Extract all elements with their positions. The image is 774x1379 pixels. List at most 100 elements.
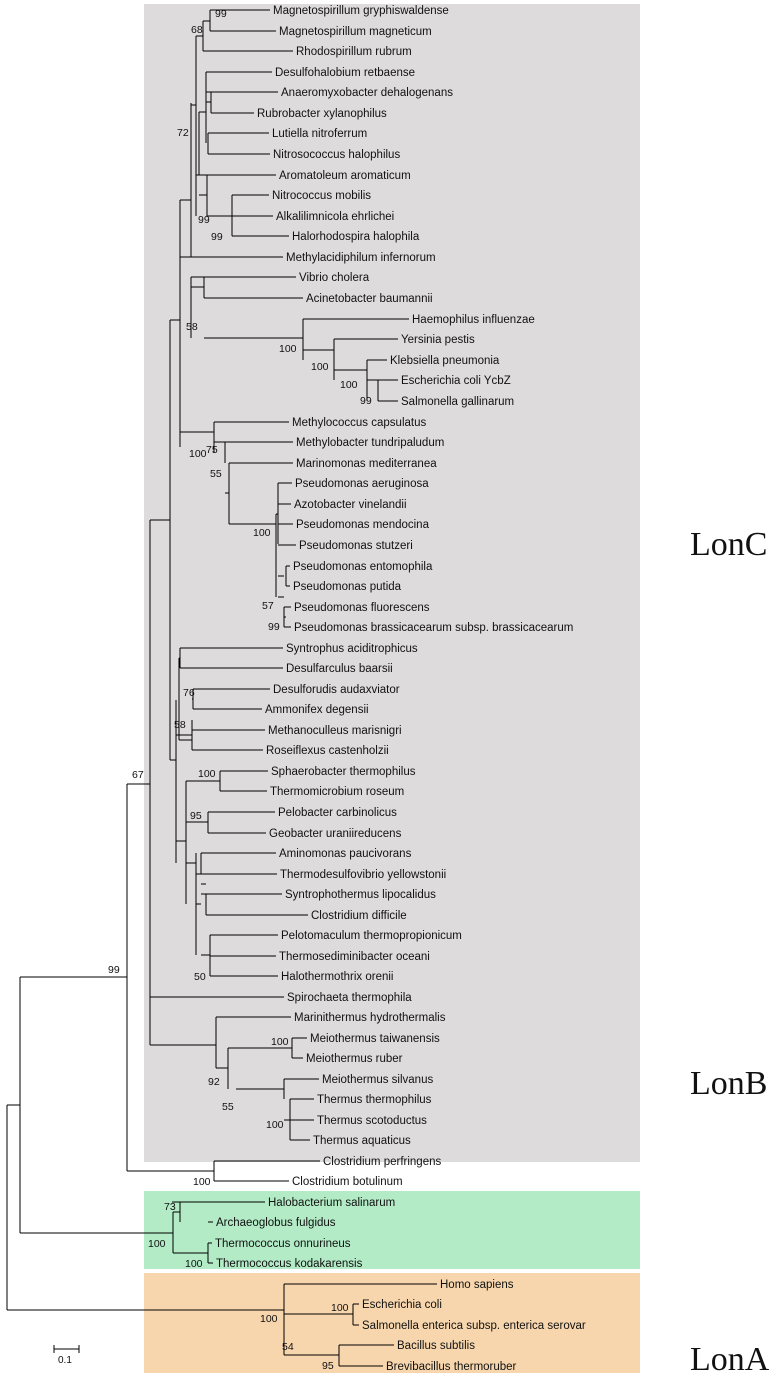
bootstrap-value: 58 [186,321,198,333]
leaf-label: Aminomonas paucivorans [279,848,412,860]
lonb-group-box [144,1191,640,1269]
leaf-label: Desulfarculus baarsii [286,663,393,675]
leaf-label: Meiothermus silvanus [322,1074,433,1086]
leaf-label: Methylacidiphilum infernorum [286,252,436,264]
group-label-lonc: LonC [690,526,767,563]
leaf-label: Aromatoleum aromaticum [279,170,411,182]
leaf-label: Nitrosococcus halophilus [273,149,400,161]
leaf-label: Geobacter uraniireducens [269,828,402,840]
leaf-label: Pseudomonas brassicacearum subsp. brassi… [294,622,573,634]
bootstrap-value: 67 [132,769,144,781]
bootstrap-value: 99 [198,214,210,226]
leaf-label: Pelotomaculum thermopropionicum [281,930,462,942]
leaf-label: Thermococcus kodakarensis [216,1258,363,1270]
leaf-label: Clostridium difficile [311,910,407,922]
leaf-label: Magnetospirillum gryphiswaldense [273,5,449,17]
leaf-label: Acinetobacter baumannii [306,293,433,305]
bootstrap-value: 100 [148,1238,166,1250]
leaf-label: Clostridium botulinum [292,1176,403,1188]
lonc-group-box [144,4,640,1162]
leaf-label: Methylococcus capsulatus [292,417,426,429]
bootstrap-value: 57 [262,600,274,612]
bootstrap-value: 50 [194,971,206,983]
leaf-label: Halorhodospira halophila [292,231,420,243]
bootstrap-value: 100 [340,379,358,391]
leaf-label: Sphaerobacter thermophilus [271,766,416,778]
bootstrap-value: 100 [311,361,329,373]
leaf-label: Rubrobacter xylanophilus [257,108,387,120]
leaf-label: Bacillus subtilis [397,1340,475,1352]
leaf-label: Rhodospirillum rubrum [296,46,412,58]
scale-bar: 0.1 [53,1345,80,1366]
bootstrap-value: 100 [193,1176,211,1188]
bootstrap-value: 54 [282,1341,294,1353]
bootstrap-value: 99 [360,395,372,407]
bootstrap-value: 100 [198,768,216,780]
scale-bar-label: 0.1 [58,1355,72,1366]
bootstrap-value: 99 [215,8,227,20]
leaf-label: Meiothermus ruber [306,1053,403,1065]
bootstrap-value: 73 [164,1201,176,1213]
leaf-label: Desulfohalobium retbaense [275,67,415,79]
leaf-label: Lutiella nitroferrum [272,128,367,140]
tree-branches [6,9,437,1367]
bootstrap-value: 100 [260,1313,278,1325]
bootstrap-value: 100 [189,448,207,460]
leaf-label: Marinithermus hydrothermalis [294,1012,446,1024]
leaf-label: Homo sapiens [440,1279,514,1291]
leaf-label: Alkalilimnicola ehrlichei [276,211,394,223]
leaf-label: Clostridium perfringens [323,1156,441,1168]
leaf-label: Thermus thermophilus [317,1094,432,1106]
leaf-label: Pseudomonas entomophila [293,561,433,573]
bootstrap-value: 55 [222,1101,234,1113]
bootstrap-value: 95 [190,810,202,822]
leaf-label: Meiothermus taiwanensis [310,1033,440,1045]
bootstrap-value: 92 [208,1076,220,1088]
leaf-label: Escherichia coli [362,1299,442,1311]
leaf-label: Syntrophothermus lipocalidus [285,889,436,901]
bootstrap-value: 72 [177,127,189,139]
bootstrap-value: 100 [279,343,297,355]
leaf-label: Thermomicrobium roseum [270,786,404,798]
leaf-label: Desulforudis audaxviator [273,684,400,696]
leaf-label: Nitrococcus mobilis [272,190,371,202]
leaf-label: Pseudomonas fluorescens [294,602,430,614]
bootstrap-value: 55 [210,468,222,480]
leaf-label: Pseudomonas mendocina [296,519,430,531]
leaf-label: Vibrio cholera [299,272,370,284]
leaf-label: Marinomonas mediterranea [296,458,437,470]
leaf-label: Roseiflexus castenholzii [266,745,389,757]
leaf-label: Thermococcus onnurineus [215,1238,351,1250]
leaf-label: Pseudomonas putida [293,581,402,593]
leaf-label: Escherichia coli YcbZ [401,375,511,387]
leaf-label: Syntrophus aciditrophicus [286,643,418,655]
bootstrap-value: 100 [271,1036,289,1048]
bootstrap-value: 99 [268,621,280,633]
leaf-label: Thermosediminibacter oceani [279,951,430,963]
leaf-label: Halobacterium salinarum [268,1197,395,1209]
leaf-label: Methanoculleus marisnigri [268,725,402,737]
leaf-label: Salmonella enterica subsp. enterica sero… [362,1320,586,1332]
leaf-label: Methylobacter tundripaludum [296,437,444,449]
leaf-label: Brevibacillus thermoruber [386,1361,517,1373]
bootstrap-value: 100 [331,1302,349,1314]
leaf-label: Pelobacter carbinolicus [278,807,397,819]
bootstrap-value: 58 [174,719,186,731]
leaf-label: Halothermothrix orenii [281,971,394,983]
leaf-label: Thermus aquaticus [313,1135,411,1147]
leaf-label: Thermus scotoductus [317,1115,427,1127]
leaf-label: Salmonella gallinarum [401,396,514,408]
bootstrap-value: 100 [253,527,271,539]
bootstrap-value: 76 [183,687,195,699]
bootstrap-value: 99 [211,231,223,243]
bootstrap-value: 68 [191,24,203,36]
leaf-label: Magnetospirillum magneticum [279,26,432,38]
group-label-lonb: LonB [690,1065,767,1102]
bootstrap-value: 75 [206,444,218,456]
leaf-label: Thermodesulfovibrio yellowstonii [280,869,446,881]
bootstrap-value: 100 [185,1258,203,1270]
group-label-lona: LonA [690,1341,770,1378]
leaf-label: Pseudomonas aeruginosa [295,478,429,490]
